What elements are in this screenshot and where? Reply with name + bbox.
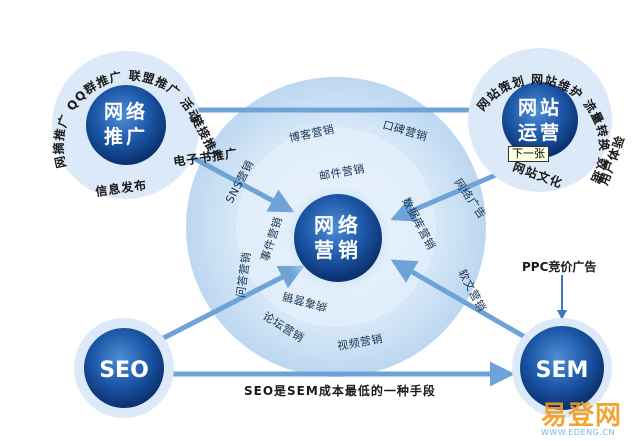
promotion-hub-line2: 推广 — [104, 125, 148, 148]
sem-hub — [520, 326, 604, 410]
seo-hub — [84, 328, 164, 408]
operation-hub-line2: 运营 — [518, 121, 562, 144]
operation-hub-line1: 网站 — [518, 96, 562, 119]
logo-url-text: WWW.EDENG.CN — [541, 428, 615, 437]
center-hub-line1: 网络 — [314, 213, 362, 237]
site-logo: 易登网 WWW.EDENG.CN — [541, 395, 622, 437]
sem-hub-label: SEM — [536, 358, 589, 383]
center-hub — [294, 194, 382, 282]
seo-hub-label: SEO — [99, 358, 149, 383]
center-hub-line2: 营销 — [314, 238, 362, 262]
ppc-label: PPC竞价广告 — [522, 259, 596, 274]
promotion-hub-line1: 网络 — [104, 100, 148, 123]
operation-hub — [502, 82, 578, 158]
promotion-hub — [86, 85, 166, 165]
promotion-info-label: 信息发布 — [94, 177, 148, 199]
next-image-tooltip[interactable]: 下一张 — [508, 146, 549, 162]
logo-main-text: 易登网 — [541, 401, 623, 431]
seo-sem-label: SEO是SEM成本最低的一种手段 — [244, 383, 436, 398]
ring-item-qa: 问答营销 — [233, 251, 253, 299]
